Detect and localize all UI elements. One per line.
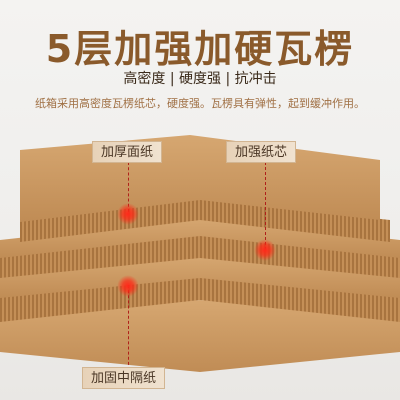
description-text: 纸箱采用高密度瓦楞纸芯，硬度强。瓦楞具有弹性，起到缓冲作用。 — [35, 97, 365, 110]
top-face-label: 加厚面纸 — [92, 141, 163, 163]
top-face-leader-line — [128, 162, 129, 212]
core-leader-line — [265, 162, 266, 250]
middle-marker — [117, 275, 139, 297]
page-title: 5层加强加硬瓦楞 — [45, 27, 355, 71]
middle-leader-line — [128, 285, 129, 370]
core-label: 加强纸芯 — [226, 141, 297, 163]
top-face-marker — [117, 203, 139, 225]
core-marker — [254, 239, 276, 261]
upper-liner-sheet — [0, 218, 400, 258]
feature-subtitle: 高密度 | 硬度强 | 抗冲击 — [123, 71, 277, 87]
bottom-sheet — [0, 300, 400, 372]
middle-label: 加固中隔纸 — [82, 367, 166, 389]
